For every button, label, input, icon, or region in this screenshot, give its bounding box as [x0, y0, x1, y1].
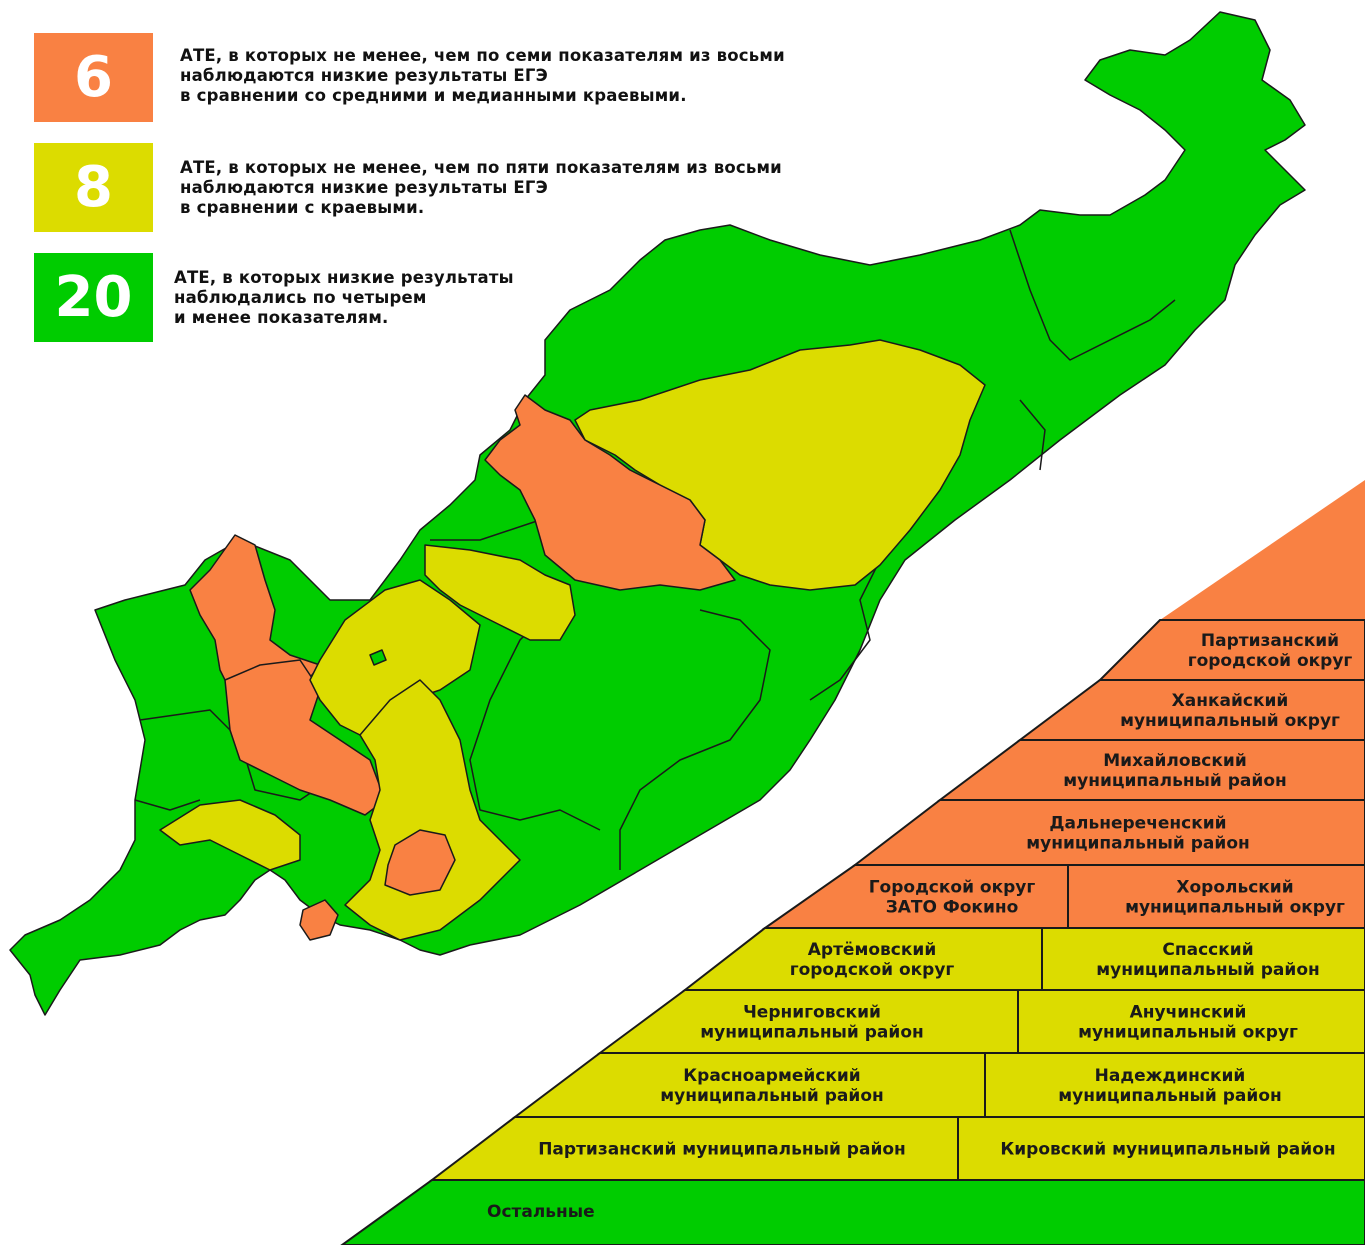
map-region-yellow-khanka: [309, 579, 481, 736]
pyramid-label: Черниговский: [743, 1003, 881, 1023]
pyramid-label: муниципальный район: [700, 1023, 924, 1043]
pyramid-label: городской округ: [790, 960, 955, 980]
pyramid-label: муниципальный округ: [1120, 711, 1340, 731]
pyramid-row: [761, 864, 1365, 929]
legend-text-orange: АТЕ, в которых не менее, чем по семи пок…: [180, 46, 785, 105]
pyramid-label: муниципальный район: [1063, 771, 1287, 791]
pyramid-label: Кировский муниципальный район: [1000, 1140, 1335, 1160]
map-region-orange-south: [384, 829, 456, 896]
map-region-yellow-middle: [424, 544, 576, 641]
pyramid-label: Спасский: [1162, 940, 1253, 960]
pyramid-row: [512, 1052, 1365, 1118]
pyramid-label: муниципальный округ: [1078, 1023, 1298, 1043]
pyramid-label: Городской округ: [869, 878, 1036, 898]
pyramid-label: Анучинский: [1130, 1003, 1247, 1023]
map-region-yellow-coast: [159, 799, 301, 871]
pyramid-label: Ханкайский: [1172, 691, 1289, 711]
pyramid-label: Партизанский муниципальный район: [538, 1140, 906, 1160]
pyramid-label: муниципальный район: [1058, 1086, 1282, 1106]
pyramid-label: муниципальный район: [1096, 960, 1320, 980]
pyramid-label: Партизанский: [1201, 631, 1339, 651]
map-region-orange-fokino: [299, 899, 339, 941]
pyramid-label: Михайловский: [1103, 751, 1247, 771]
legend-text-yellow: АТЕ, в которых не менее, чем по пяти пок…: [180, 158, 782, 217]
pyramid-label: городской округ: [1188, 651, 1353, 671]
pyramid-label: Красноармейский: [683, 1066, 860, 1086]
legend-text-green: АТЕ, в которых низкие результаты наблюда…: [174, 268, 514, 327]
pyramid-cap: [1160, 480, 1365, 620]
legend-count-orange: 6: [34, 33, 153, 122]
pyramid-row: [1017, 679, 1365, 741]
pyramid-label: ЗАТО Фокино: [886, 898, 1019, 918]
pyramid-row: [1097, 619, 1365, 681]
pyramid-row: [852, 799, 1365, 866]
pyramid-row: [429, 1116, 1365, 1181]
pyramid-label: Хорольский: [1176, 878, 1293, 898]
pyramid-label: Артёмовский: [808, 940, 936, 960]
pyramid-label: Дальнереченский: [1049, 814, 1226, 834]
pyramid-row-green: [340, 1179, 1365, 1245]
pyramid-label: муниципальный район: [1026, 834, 1250, 854]
map-region-orange-north: [484, 394, 736, 591]
legend-count-yellow: 8: [34, 143, 153, 232]
pyramid-row: [596, 989, 1365, 1054]
pyramid-row: [682, 927, 1365, 991]
pyramid-label: Надеждинский: [1095, 1066, 1246, 1086]
pyramid-label-others: Остальные: [487, 1202, 595, 1222]
pyramid-label: муниципальный округ: [1125, 898, 1345, 918]
pyramid-label: муниципальный район: [660, 1086, 884, 1106]
pyramid-row: [937, 739, 1365, 801]
legend-count-green: 20: [34, 253, 153, 342]
